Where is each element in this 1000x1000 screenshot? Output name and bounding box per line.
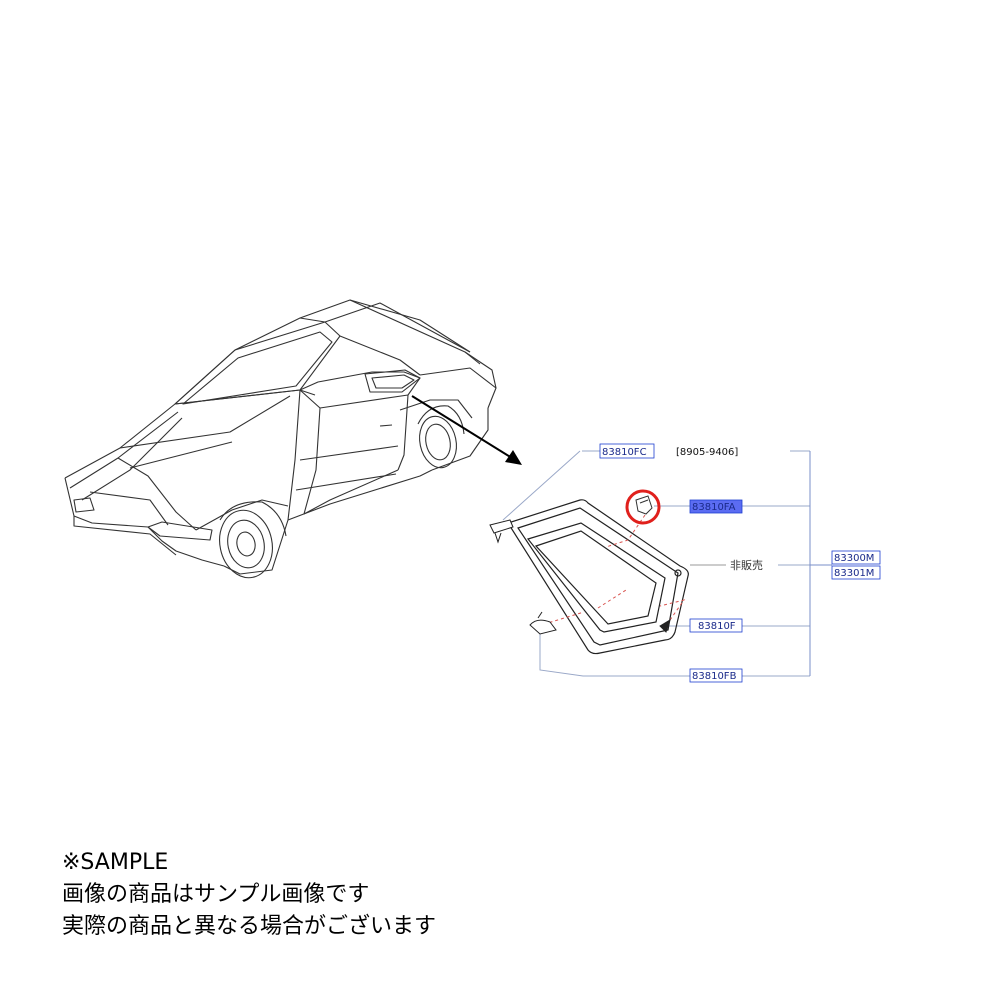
label-83301m: 83301M: [834, 568, 874, 579]
label-date-code: [8905-9406]: [676, 447, 738, 458]
highlighted-fastener: [625, 489, 661, 525]
sample-note-line1: ※SAMPLE: [62, 850, 169, 875]
label-83300m: 83300M: [834, 553, 874, 564]
quarter-glass-assembly: [507, 499, 689, 655]
label-83810f: 83810F: [698, 621, 736, 632]
part-labels: 83810FC [8905-9406] 83810FA 非販売 83300M 8…: [599, 443, 881, 683]
label-not-sold: 非販売: [730, 559, 763, 572]
side-fastener: [659, 618, 671, 633]
label-83810fb: 83810FB: [692, 671, 737, 682]
label-83810fc: 83810FC: [602, 447, 647, 458]
sample-note-line3: 実際の商品と異なる場合がございます: [62, 914, 437, 939]
group-bracket: [809, 451, 832, 676]
label-83810fa: 83810FA: [692, 502, 736, 513]
label-83300m-box: 83300M: [831, 550, 881, 565]
car-illustration: [64, 299, 497, 579]
dashed-fit-lines: [537, 514, 686, 627]
callout-arrow: [411, 395, 522, 465]
bracket-clip-bottom: [529, 611, 557, 635]
label-83810f-box: 83810F: [689, 618, 743, 633]
leader-lines: [502, 450, 810, 677]
label-83810fc-box: 83810FC: [599, 443, 655, 459]
sample-note-line2: 画像の商品はサンプル画像です: [62, 882, 370, 907]
label-83810fa-box: 83810FA: [689, 499, 743, 514]
label-83301m-box: 83301M: [831, 565, 881, 580]
label-83810fb-box: 83810FB: [689, 668, 743, 683]
bracket-clip-top: [489, 519, 514, 544]
